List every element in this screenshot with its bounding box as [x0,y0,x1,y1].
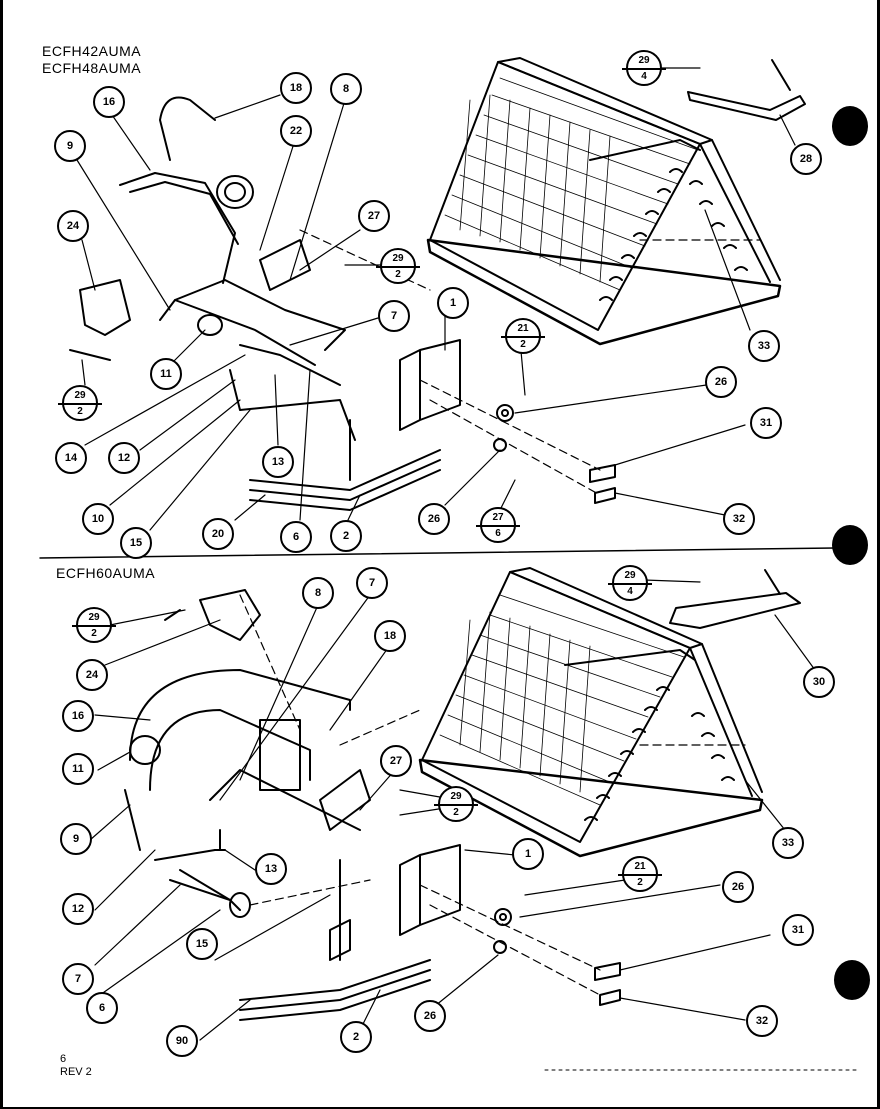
callout-bottom-31: 31 [782,914,814,946]
callout-bottom-90: 90 [166,1025,198,1057]
callout-top-26-b: 26 [418,503,450,535]
callout-top-22: 22 [280,115,312,147]
callout-top-32: 32 [723,503,755,535]
callout-top-31: 31 [750,407,782,439]
callout-bottom-12: 12 [62,893,94,925]
callout-bottom-30: 30 [803,666,835,698]
callout-bottom-11: 11 [62,753,94,785]
callout-top-16: 16 [93,86,125,118]
callout-top-9: 9 [54,130,86,162]
callout-top-1: 1 [437,287,469,319]
callout-top-15: 15 [120,527,152,559]
revision-label: REV 2 [60,1066,92,1078]
callout-bottom-9: 9 [60,823,92,855]
callout-bottom-16: 16 [62,700,94,732]
callout-top-14: 14 [55,442,87,474]
callout-bottom-1: 1 [512,838,544,870]
callout-bottom-26-b: 26 [414,1000,446,1032]
model-label-top-1: ECFH42AUMA [42,43,142,59]
callout-bottom-6: 6 [86,992,118,1024]
callout-top-13: 13 [262,446,294,478]
callout-bottom-2: 2 [340,1021,372,1053]
callout-top-20: 20 [202,518,234,550]
top-a-coil [426,57,782,346]
bottom-piping-assembly [124,589,431,1021]
model-label-top-2: ECFH48AUMA [42,60,142,76]
callout-bottom-33: 33 [772,827,804,859]
bottom-a-coil [418,567,764,858]
callout-top-24: 24 [57,210,89,242]
page-number: 6 [60,1053,67,1065]
callout-top-7: 7 [378,300,410,332]
callout-top-28: 28 [790,143,822,175]
binder-hole-2 [832,525,868,565]
callout-bottom-18: 18 [374,620,406,652]
callout-top-33: 33 [748,330,780,362]
callout-top-12: 12 [108,442,140,474]
callout-top-2: 2 [330,520,362,552]
callout-top-26-a: 26 [705,366,737,398]
callout-bottom-27: 27 [380,745,412,777]
callout-bottom-8: 8 [302,577,334,609]
model-label-bottom: ECFH60AUMA [56,565,156,581]
callout-top-6: 6 [280,521,312,553]
callout-bottom-7-b: 7 [62,963,94,995]
callout-bottom-24: 24 [76,659,108,691]
callout-bottom-15: 15 [186,928,218,960]
callout-top-18: 18 [280,72,312,104]
callout-bottom-7-a: 7 [356,567,388,599]
callout-bottom-32: 32 [746,1005,778,1037]
binder-hole-1 [832,106,868,146]
callout-bottom-13: 13 [255,853,287,885]
callout-bottom-26-a: 26 [722,871,754,903]
callout-top-10: 10 [82,503,114,535]
callout-top-11: 11 [150,358,182,390]
binder-hole-3 [834,960,870,1000]
top-piping-assembly [69,96,441,511]
callout-top-27: 27 [358,200,390,232]
callout-top-8: 8 [330,73,362,105]
